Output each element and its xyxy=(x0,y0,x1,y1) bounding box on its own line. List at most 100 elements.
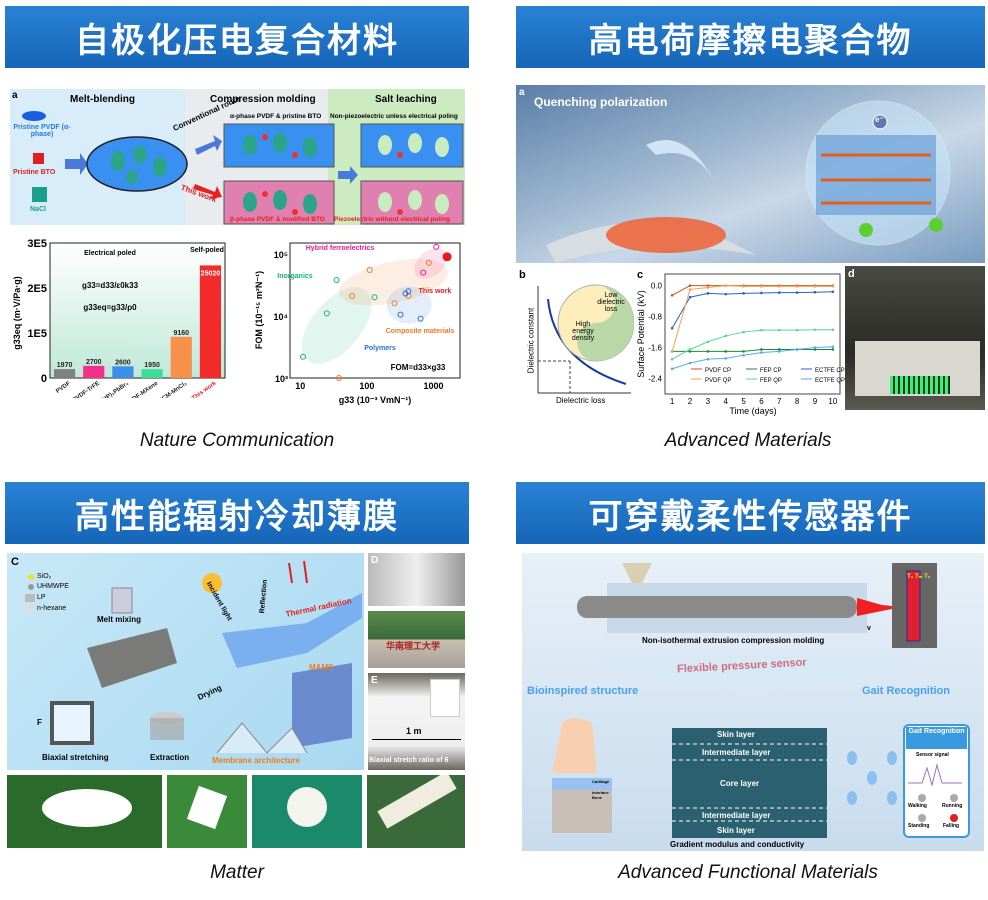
data-point xyxy=(742,292,745,295)
data-point xyxy=(420,269,427,276)
data-point xyxy=(688,288,692,291)
y-axis-label: FOM (10⁻¹⁵ m²N⁻¹) xyxy=(254,271,264,349)
photo-paper-boat xyxy=(167,775,247,848)
legend-bto: Pristine BTO xyxy=(13,169,56,176)
bar xyxy=(141,369,163,378)
data-point xyxy=(742,330,745,334)
data-point xyxy=(724,357,728,360)
composite-diagram xyxy=(65,123,464,225)
annotation: Self-poled xyxy=(190,247,224,254)
data-point xyxy=(831,328,835,332)
data-point xyxy=(795,348,799,351)
legend-lp: LP xyxy=(37,594,46,601)
data-point xyxy=(760,291,763,295)
bar-value-label: 25020 xyxy=(201,270,221,277)
legend-label: Composite materials xyxy=(386,328,455,335)
data-point xyxy=(706,357,710,361)
bar xyxy=(170,336,192,378)
state-walking: Walking xyxy=(908,803,927,809)
y-axis-label: g33eq (m·V/Pa·g) xyxy=(12,276,22,350)
photo-leaf-film xyxy=(7,775,162,848)
legend-nacl: NaCl xyxy=(30,206,46,213)
data-point xyxy=(333,276,340,283)
data-point xyxy=(777,348,781,351)
data-point xyxy=(760,351,763,354)
legend-label: PVDF CP xyxy=(705,368,731,374)
top-label: α-phase PVDF & pristine BTO xyxy=(230,113,322,120)
data-point xyxy=(706,340,710,344)
data-point xyxy=(688,350,692,353)
x-tick-label: 1000 xyxy=(423,381,443,391)
data-point xyxy=(831,345,835,349)
legend-label: This work xyxy=(419,288,452,295)
x-tick-label: 2 xyxy=(688,397,693,406)
image-title: Quenching polarization xyxy=(534,95,668,109)
data-point xyxy=(670,357,674,361)
x-tick-label: 8 xyxy=(795,397,800,406)
legend-label: ECTFE QP xyxy=(815,378,845,384)
bottom-label: β-phase PVDF & modified BTO xyxy=(230,216,325,223)
step-melt-mixing: Melt mixing xyxy=(97,615,142,624)
high-energy-label: High energy density xyxy=(571,321,595,342)
legend-pvdf: Pristine PVDF (α-phase) xyxy=(13,124,71,138)
y-tick-label: 0.0 xyxy=(651,282,663,291)
y-tick-label: 1E5 xyxy=(27,328,47,340)
group-inorganics xyxy=(301,287,372,364)
data-point xyxy=(724,284,728,287)
category-label: PVDF xyxy=(55,381,72,395)
legend-label: Inorganics xyxy=(277,273,313,280)
y-axis-label: Surface Potential (kV) xyxy=(636,290,646,378)
caption-matter: Matter xyxy=(210,862,264,883)
legend-hexane: n-hexane xyxy=(37,605,67,612)
legend-sio2: SiO₂ xyxy=(37,573,52,580)
gait-label: Gait Recognition xyxy=(862,685,950,697)
x-tick-label: 6 xyxy=(759,397,764,406)
quenching-polarization-image: a Quenching polarization e⁻ xyxy=(516,85,985,263)
data-point xyxy=(777,285,781,288)
top-result: Non-piezoelectric unless electrical poli… xyxy=(330,113,458,120)
cooling-film-fabrication-scheme: C SiO₂ UHMWPE LP n-hexane Melt mixing Bi… xyxy=(7,553,364,770)
photo-umbrella xyxy=(252,775,362,848)
data-point xyxy=(795,285,799,288)
stage-label: Salt leaching xyxy=(375,94,437,105)
series-line xyxy=(671,285,833,296)
data-point xyxy=(706,292,710,295)
series-line xyxy=(671,285,833,352)
state-falling: Falling xyxy=(943,823,960,829)
bar-value-label: 2600 xyxy=(115,359,131,366)
x-tick-label: 10 xyxy=(295,381,305,391)
data-point xyxy=(777,350,781,353)
data-point xyxy=(688,284,692,287)
category-label: TMCM-MnCl₃ xyxy=(154,381,188,398)
data-point xyxy=(688,295,692,299)
legend-label: Hybrid ferroelectrics xyxy=(306,245,375,252)
y-tick-label: 10⁴ xyxy=(274,312,288,322)
step-biaxial-stretching: Biaxial stretching xyxy=(42,753,109,762)
sensor-signal-label: Sensor signal xyxy=(916,752,949,758)
category-label: PVDF-TrFE xyxy=(72,381,101,398)
gradient-label: Gradient modulus and conductivity xyxy=(670,840,805,849)
figure-label: a xyxy=(12,90,18,101)
data-point xyxy=(724,334,728,338)
plot-area xyxy=(289,242,461,379)
caption-advanced-materials: Advanced Materials xyxy=(664,430,832,451)
group-hybrid xyxy=(414,248,447,279)
x-tick-label: 1 xyxy=(670,397,675,406)
x-axis-label: Time (days) xyxy=(729,406,776,416)
data-point xyxy=(813,346,817,349)
state-running: Running xyxy=(942,803,963,809)
data-point xyxy=(670,367,674,371)
low-loss-label: Low dielectric loss xyxy=(597,292,625,313)
y-axis-label: Dielectric constant xyxy=(526,307,536,374)
tissue-label: Interface xyxy=(592,790,609,795)
legend-label: Polymers xyxy=(364,345,396,352)
data-point xyxy=(777,291,781,294)
bar-value-label: 1970 xyxy=(57,362,73,369)
group-composite xyxy=(338,259,448,306)
data-point xyxy=(425,259,432,266)
photo-campus-sign: 华南理工大学 xyxy=(368,611,465,668)
bar xyxy=(83,365,105,378)
panel-title-piezo: 自极化压电复合材料 xyxy=(5,6,469,68)
x-tick-label: 10 xyxy=(828,397,837,406)
data-point xyxy=(670,293,674,297)
